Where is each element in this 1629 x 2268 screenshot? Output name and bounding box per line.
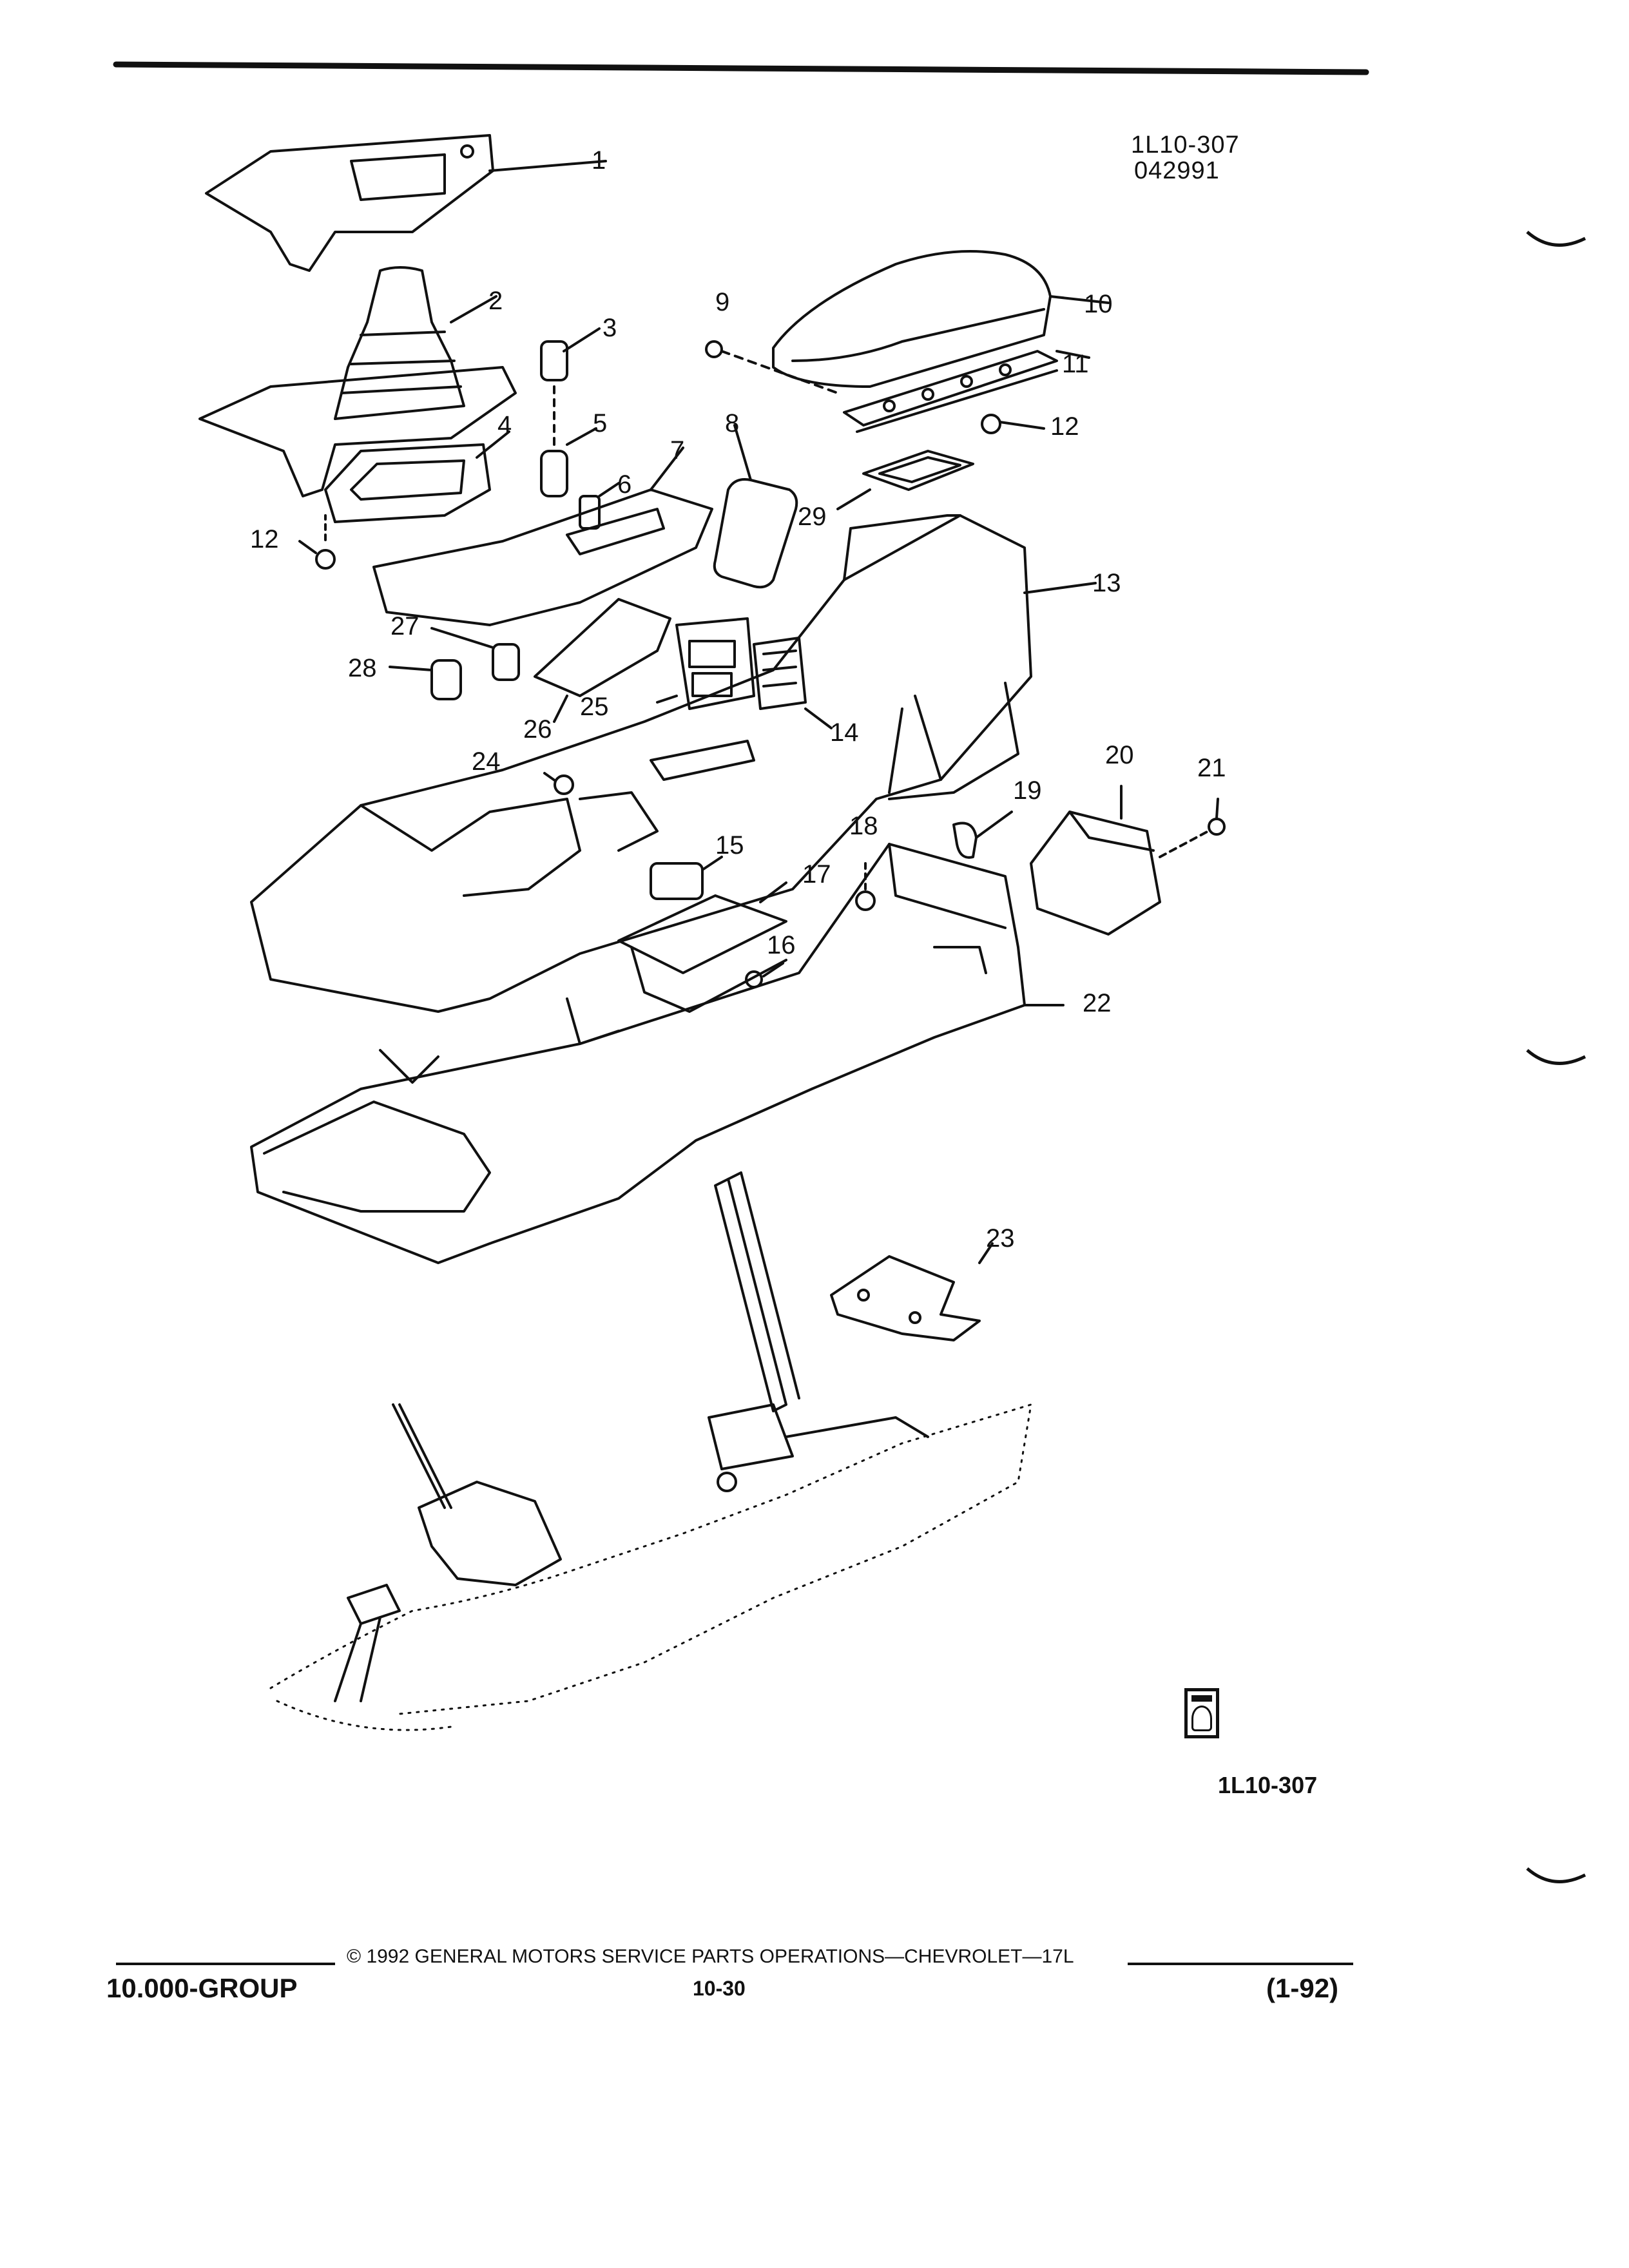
callout-11: 11 <box>1062 350 1089 378</box>
part-20-bin <box>1030 785 1161 936</box>
callout-7: 7 <box>670 436 684 465</box>
callout-13: 13 <box>1092 569 1121 597</box>
footer-copyright: © 1992 GENERAL MOTORS SERVICE PARTS OPER… <box>347 1946 1074 1967</box>
part-9-screw <box>705 340 839 394</box>
top-rule <box>113 61 1369 75</box>
part-11-hinge <box>843 350 1090 433</box>
part-29-pad <box>836 450 974 510</box>
registration-marks <box>1526 231 1586 1883</box>
callout-10: 10 <box>1084 290 1113 318</box>
callout-1: 1 <box>592 146 606 175</box>
part-19-clip <box>952 811 1013 859</box>
callout-2: 2 <box>488 287 503 315</box>
footer-revision: (1-92) <box>1266 1973 1339 2003</box>
callout-29: 29 <box>798 503 827 531</box>
callout-6: 6 <box>617 470 631 499</box>
footer-group: 10.000-GROUP <box>106 1973 298 2003</box>
part-23-bracket <box>830 1242 994 1341</box>
part-15-switch <box>650 856 723 900</box>
part-22-console-base <box>250 843 1065 1264</box>
callout-19: 19 <box>1013 776 1042 805</box>
part-12-screw-upper <box>981 414 1045 434</box>
part-14-switch <box>753 637 833 729</box>
footer-page: 10-30 <box>693 1977 746 2000</box>
callout-12-lower: 12 <box>250 525 279 553</box>
callout-17: 17 <box>802 860 831 889</box>
part-8-cover <box>713 424 798 589</box>
part-13-console-upper <box>250 514 1097 1013</box>
callout-8: 8 <box>725 409 739 437</box>
callout-18: 18 <box>849 812 878 840</box>
callout-22: 22 <box>1083 989 1112 1017</box>
callout-5: 5 <box>593 409 607 437</box>
callout-27: 27 <box>390 612 419 640</box>
callout-23: 23 <box>986 1224 1015 1253</box>
part-17-bracket <box>617 881 787 1013</box>
part-7-shift-plate <box>372 447 713 626</box>
shift-linkage <box>334 1171 929 1702</box>
callout-21: 21 <box>1197 754 1226 782</box>
part-26-bracket <box>534 598 671 723</box>
part-4-bezel <box>324 430 510 523</box>
callout-28: 28 <box>348 654 377 682</box>
callout-14: 14 <box>830 718 859 747</box>
part-2-shift-boot <box>198 266 517 497</box>
callout-15: 15 <box>715 831 744 860</box>
part-6-switch <box>579 495 601 530</box>
callout-12-upper: 12 <box>1050 412 1079 441</box>
callout-16: 16 <box>767 931 796 959</box>
gm-spo-logo <box>1184 1688 1219 1738</box>
part-3-bushing <box>540 327 601 381</box>
callout-20: 20 <box>1105 741 1134 769</box>
part-28-clip <box>389 659 462 700</box>
callout-3: 3 <box>602 314 617 342</box>
part-5-clip <box>540 385 597 497</box>
callout-4: 4 <box>497 411 512 439</box>
floor-pan <box>269 1403 1032 1731</box>
part-21-screw <box>1159 798 1226 858</box>
callout-24: 24 <box>472 747 501 776</box>
part-12-screw-lower <box>298 514 336 570</box>
part-25-switch-panel <box>656 617 755 710</box>
part-10-armrest <box>772 250 1110 388</box>
illustration-ref: 1L10-307 <box>1218 1772 1318 1798</box>
drawing-date: 042991 <box>1134 157 1220 184</box>
part-27-clip <box>430 627 520 681</box>
callout-25: 25 <box>580 693 609 721</box>
callout-9: 9 <box>715 288 729 316</box>
callout-26: 26 <box>523 715 552 744</box>
part-24-screw <box>543 772 574 795</box>
part-1-boot-plate <box>205 134 607 272</box>
drawing-code: 1L10-307 <box>1131 131 1240 159</box>
callout-labels: 1 2 3 4 5 6 7 8 9 10 11 12 12 13 14 15 1… <box>250 146 1226 1253</box>
